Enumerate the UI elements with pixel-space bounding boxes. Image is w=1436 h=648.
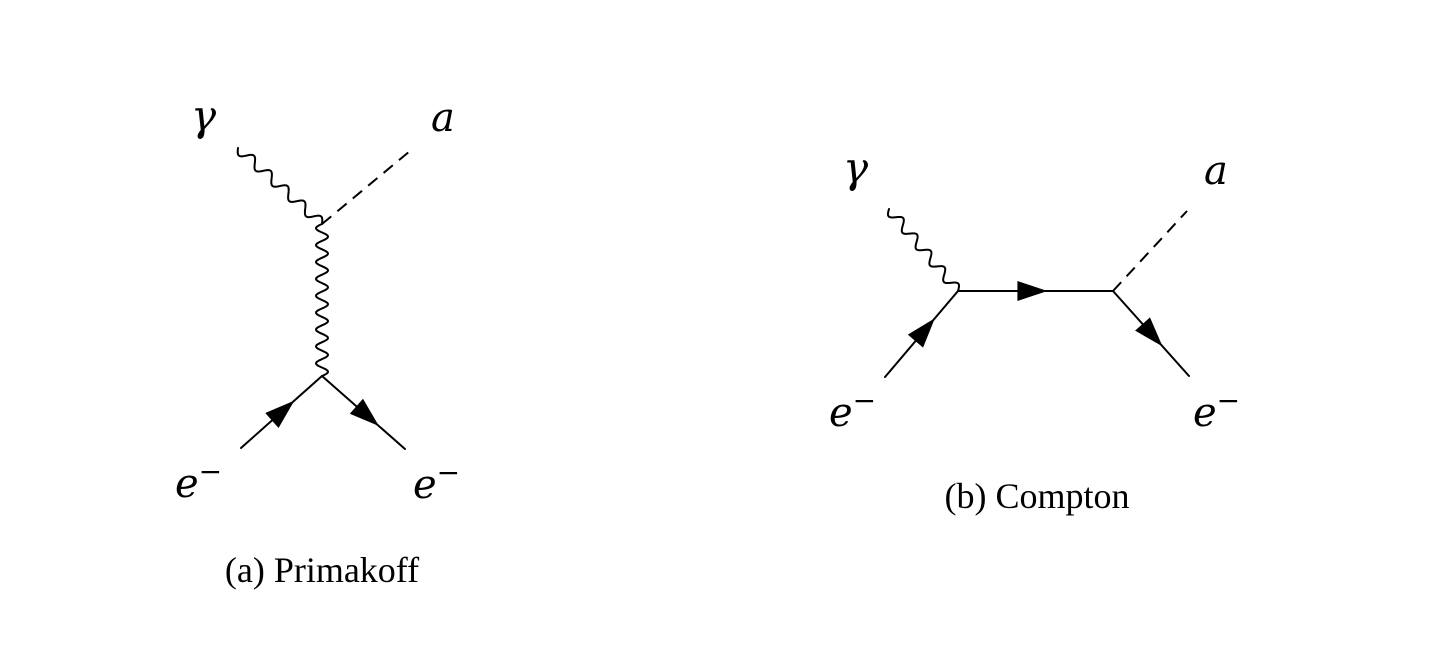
charge-superscript: − xyxy=(1217,384,1240,417)
compton-caption: (b) Compton xyxy=(945,476,1130,516)
charge-superscript: − xyxy=(853,384,876,417)
compton-electron-in-label: e− xyxy=(829,384,876,436)
primakoff-photon-label: γ xyxy=(191,91,217,140)
primakoff-incoming-electron-arrow xyxy=(265,400,295,428)
primakoff-outgoing-electron-arrow xyxy=(349,398,379,427)
compton-diagram: γ a e− e− (b) Compton xyxy=(829,143,1240,516)
primakoff-electron-out-label: e− xyxy=(413,456,460,508)
primakoff-electron-in-label: e− xyxy=(175,455,222,507)
compton-axion-label: a xyxy=(1204,148,1228,194)
compton-incoming-photon-line xyxy=(886,208,961,292)
compton-axion-line xyxy=(1112,210,1188,292)
compton-internal-electron-arrow xyxy=(1017,281,1048,301)
primakoff-exchange-photon-line xyxy=(315,223,329,377)
primakoff-incoming-photon-line xyxy=(236,147,324,225)
compton-electron-out-label: e− xyxy=(1193,384,1240,436)
compton-photon-label: γ xyxy=(843,143,869,192)
charge-superscript: − xyxy=(437,456,460,489)
primakoff-diagram: γ a e− e− (a) Primakoff xyxy=(175,91,460,590)
primakoff-axion-label: a xyxy=(431,95,455,141)
primakoff-axion-line xyxy=(321,150,411,225)
charge-superscript: − xyxy=(199,455,222,488)
compton-outgoing-electron-arrow xyxy=(1135,317,1163,347)
compton-incoming-electron-arrow xyxy=(907,318,935,348)
primakoff-caption: (a) Primakoff xyxy=(225,550,419,590)
